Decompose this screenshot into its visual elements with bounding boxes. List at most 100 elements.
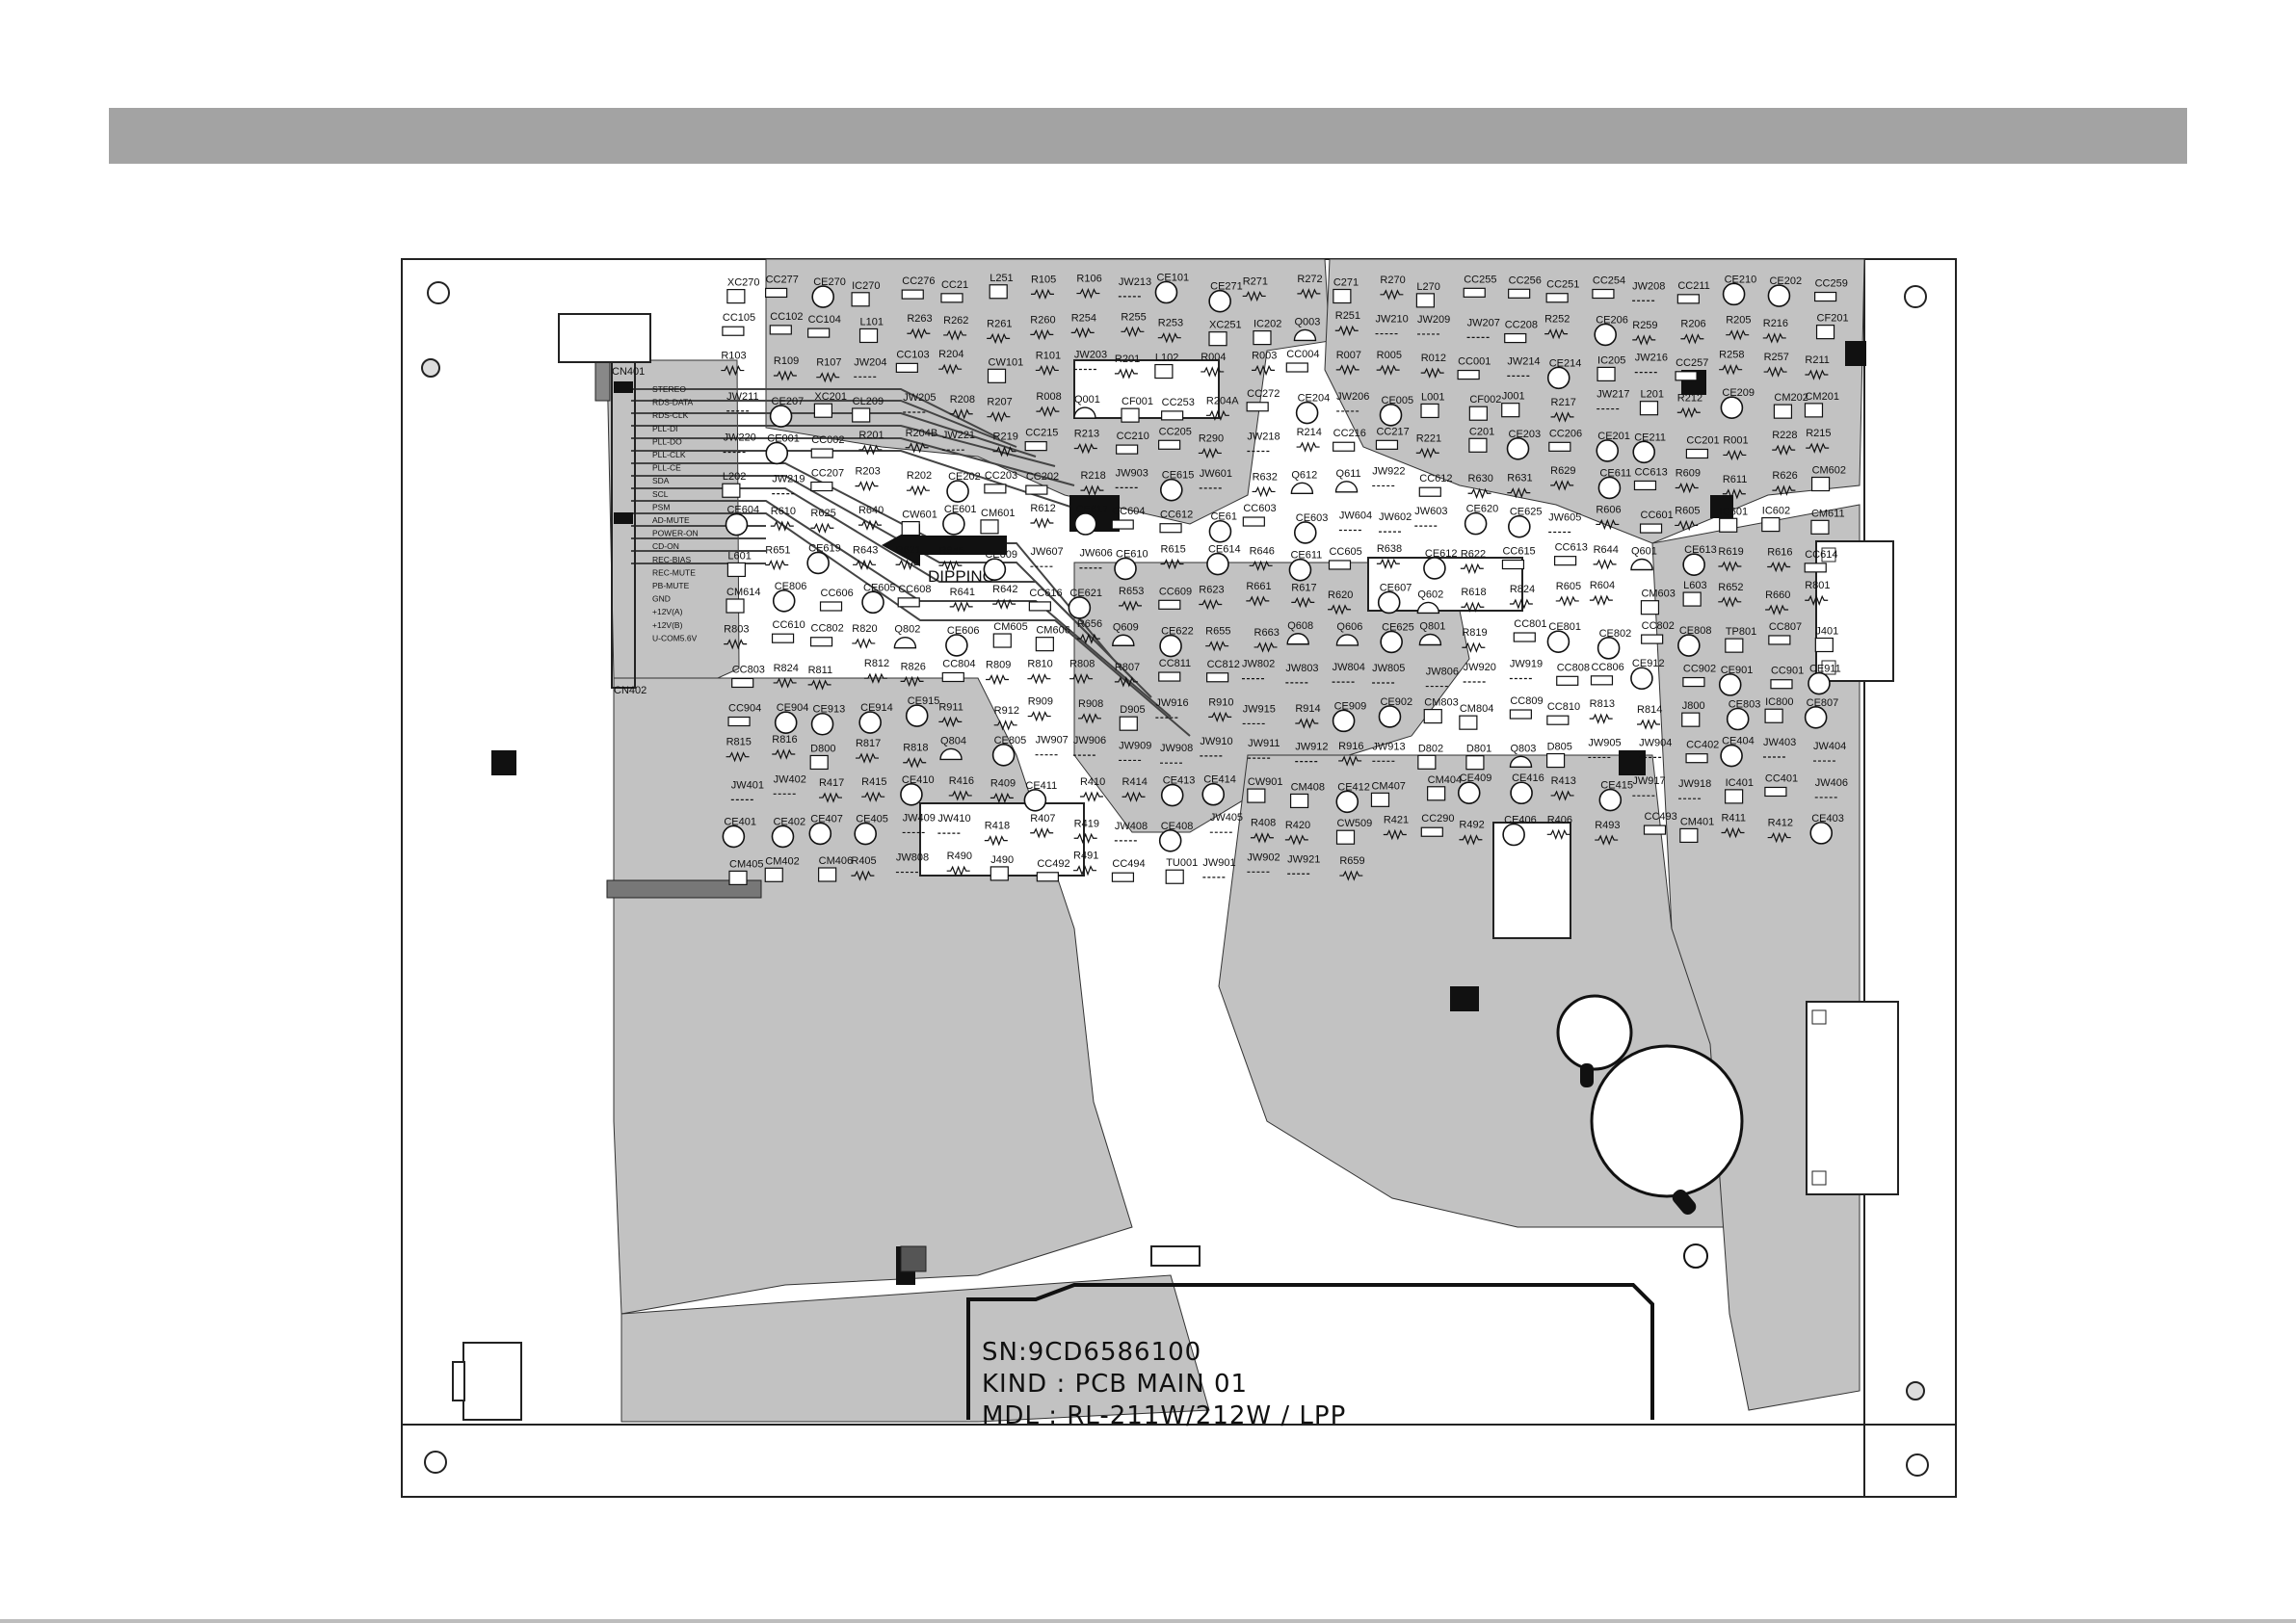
component-ce911: CE911 bbox=[1808, 664, 1841, 695]
component-label: CE613 bbox=[1684, 544, 1717, 556]
component-label: IC401 bbox=[1726, 777, 1754, 789]
component-label: R262 bbox=[943, 315, 968, 327]
component-label: CC615 bbox=[1502, 546, 1535, 558]
component-ce620: CE620 bbox=[1464, 504, 1498, 536]
component-label: CE902 bbox=[1380, 696, 1412, 708]
component-label: CC613 bbox=[1555, 542, 1588, 554]
component-label: CC804 bbox=[942, 658, 975, 669]
component-label: L251 bbox=[990, 273, 1013, 284]
component-label: JW209 bbox=[1417, 314, 1450, 326]
component-cc802: CC802 bbox=[809, 623, 844, 647]
component-cc604: CC604 bbox=[1111, 506, 1145, 530]
component-cf201: CF201 bbox=[1815, 313, 1849, 340]
component-jw204: JW204 bbox=[854, 356, 886, 378]
component-d905: D905 bbox=[1119, 704, 1146, 731]
component-r807: R807 bbox=[1114, 662, 1140, 688]
component-r810: R810 bbox=[1027, 659, 1053, 685]
component-label: R910 bbox=[1208, 696, 1233, 708]
component-label: R207 bbox=[987, 397, 1012, 408]
component-label: CM202 bbox=[1774, 392, 1808, 404]
component-q602: Q602 bbox=[1416, 589, 1443, 615]
component-label: CE203 bbox=[1509, 429, 1542, 440]
component-label: CE610 bbox=[1116, 548, 1148, 560]
component-label: CE808 bbox=[1679, 625, 1712, 637]
component-cc256: CC256 bbox=[1508, 275, 1542, 299]
component-label: J800 bbox=[1682, 700, 1705, 712]
component-label: CF002 bbox=[1469, 394, 1501, 406]
component-ce801: CE801 bbox=[1546, 621, 1581, 653]
component-cc904: CC904 bbox=[727, 703, 761, 727]
component-jw911: JW911 bbox=[1248, 738, 1280, 759]
component-jw808: JW808 bbox=[895, 852, 929, 874]
component-label: Q612 bbox=[1291, 469, 1317, 481]
component-label: R012 bbox=[1421, 353, 1446, 364]
component-r408: R408 bbox=[1250, 818, 1276, 844]
component-label: CC902 bbox=[1683, 664, 1716, 675]
cn401-pin-label: RDS-CLK bbox=[652, 410, 689, 420]
component-label: CC251 bbox=[1546, 279, 1579, 291]
component-label: CE913 bbox=[813, 704, 846, 716]
component-label: CE406 bbox=[1504, 815, 1537, 826]
component-label: JW410 bbox=[937, 813, 970, 825]
component-l102: L102 bbox=[1154, 353, 1178, 380]
component-r816: R816 bbox=[772, 734, 798, 760]
component-label: CE207 bbox=[772, 396, 805, 407]
component-label: JW214 bbox=[1507, 355, 1540, 367]
component-label: L101 bbox=[860, 316, 884, 327]
component-label: R008 bbox=[1036, 391, 1061, 403]
component-r417: R417 bbox=[819, 777, 844, 803]
component-label: R623 bbox=[1199, 584, 1224, 595]
component-cc255: CC255 bbox=[1463, 274, 1496, 298]
component-label: CE101 bbox=[1156, 273, 1189, 284]
component-r206: R206 bbox=[1680, 319, 1706, 345]
component-r914: R914 bbox=[1295, 703, 1321, 729]
component-label: CC612 bbox=[1160, 510, 1193, 521]
component-r260: R260 bbox=[1030, 314, 1056, 341]
component-label: D801 bbox=[1466, 744, 1491, 755]
component-ce409: CE409 bbox=[1457, 772, 1491, 804]
component-ce610: CE610 bbox=[1114, 548, 1148, 581]
component-ic270: IC270 bbox=[851, 280, 880, 307]
component-label: CC801 bbox=[1514, 618, 1546, 630]
component-cc609: CC609 bbox=[1158, 586, 1192, 610]
component-label: JW909 bbox=[1119, 740, 1151, 751]
component-r202: R202 bbox=[907, 470, 932, 496]
component-label: CC208 bbox=[1505, 320, 1538, 331]
component-r271: R271 bbox=[1243, 275, 1268, 302]
component-cc001: CC001 bbox=[1457, 356, 1491, 380]
component-ce803: CE803 bbox=[1726, 699, 1760, 731]
component-cc401: CC401 bbox=[1764, 772, 1798, 798]
component-jw220: JW220 bbox=[723, 432, 756, 454]
component-cc207: CC207 bbox=[810, 468, 844, 492]
component-cc215: CC215 bbox=[1024, 428, 1058, 452]
component-label: JW207 bbox=[1467, 317, 1500, 328]
component-label: R606 bbox=[1596, 504, 1621, 515]
component-label: CC215 bbox=[1025, 428, 1058, 439]
component-label: R630 bbox=[1468, 473, 1493, 484]
component-r203: R203 bbox=[855, 466, 881, 492]
component-label: JW911 bbox=[1248, 738, 1280, 749]
component-label: JW409 bbox=[903, 812, 936, 824]
component-cc615: CC615 bbox=[1501, 546, 1536, 570]
cn401-pin-label: REC-BIAS bbox=[652, 555, 691, 564]
cn401-pin-label: REC-MUTE bbox=[652, 567, 696, 577]
component-cc603: CC603 bbox=[1242, 503, 1277, 527]
component-label: R646 bbox=[1250, 545, 1275, 557]
component-ce619: CE619 bbox=[806, 542, 841, 575]
component-label: Q601 bbox=[1631, 546, 1657, 558]
component-label: CW509 bbox=[1337, 818, 1373, 829]
component-label: R492 bbox=[1459, 820, 1484, 831]
component-label: R218 bbox=[1080, 470, 1105, 482]
component-r406: R406 bbox=[1546, 814, 1572, 841]
component-r419: R419 bbox=[1074, 818, 1099, 844]
component-label: CC002 bbox=[811, 434, 844, 446]
component-label: JW805 bbox=[1372, 663, 1405, 674]
component-cc612: CC612 bbox=[1418, 473, 1453, 497]
component-r908: R908 bbox=[1078, 698, 1103, 724]
component-label: R661 bbox=[1246, 581, 1271, 592]
component-r213: R213 bbox=[1073, 429, 1099, 455]
component-label: CC201 bbox=[1686, 434, 1719, 446]
component-r215: R215 bbox=[1806, 428, 1832, 454]
component-jw916: JW916 bbox=[1155, 697, 1189, 719]
component-d801: D801 bbox=[1465, 744, 1491, 771]
